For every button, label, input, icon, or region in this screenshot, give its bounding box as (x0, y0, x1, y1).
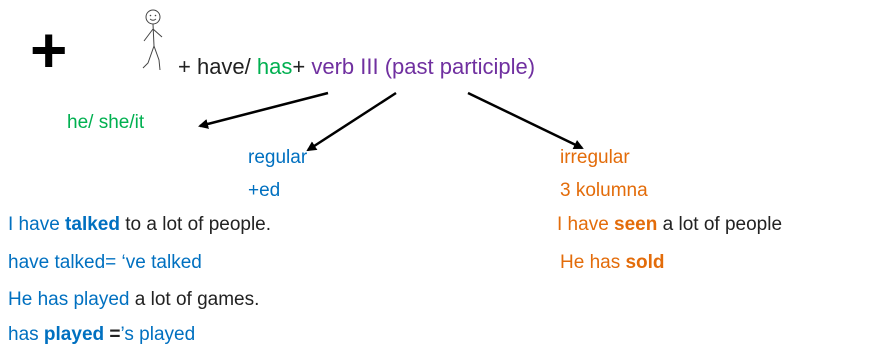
regular-c2-post: ’s played (120, 324, 196, 345)
formula-line: + have/ has+ verb III (past participle) (178, 56, 535, 78)
regular-ex2-pre: He has played (8, 289, 130, 310)
regular-c2-pre: has (8, 324, 44, 345)
irregular-ex2-bold: sold (625, 252, 665, 273)
regular-c2-bold: played (43, 324, 105, 345)
regular-ex2-post: a lot of games. (129, 289, 260, 310)
irregular-title: irregular (560, 147, 630, 168)
regular-title: regular (248, 147, 308, 168)
arrow-to-irregular (467, 91, 584, 150)
formula-plus: + (292, 54, 312, 79)
stick-figure-icon (142, 9, 163, 71)
regular-example-2: He has played a lot of games. (8, 290, 259, 309)
formula-has: has (256, 54, 293, 79)
plus-sign: + (30, 14, 68, 86)
arrow-to-regular (306, 91, 397, 152)
irregular-example-2: He has sold (560, 253, 665, 272)
regular-c2-eq: = (104, 324, 121, 345)
irregular-ex1-post: a lot of people (657, 214, 783, 235)
irregular-ex2-pre: He has (560, 252, 626, 273)
irregular-example-1: I have seen a lot of people (557, 215, 782, 234)
irregular-rule: 3 kolumna (560, 180, 648, 201)
irregular-ex1-bold: seen (614, 214, 658, 235)
irregular-ex1-pre: I have (557, 214, 615, 235)
regular-ex1-post: to a lot of people. (119, 214, 272, 235)
regular-rule: +ed (248, 180, 281, 201)
formula-verb: verb III (past participle) (311, 54, 536, 79)
regular-ex1-pre: I have (8, 214, 66, 235)
formula-have: + have/ (178, 54, 257, 79)
regular-contraction-2: has played =’s played (8, 325, 195, 344)
subject-pronouns: he/ she/it (67, 112, 145, 133)
regular-ex1-bold: talked (65, 214, 120, 235)
regular-contraction-1: have talked= ‘ve talked (8, 252, 202, 273)
arrow-to-pronouns (198, 91, 329, 129)
regular-example-1: I have talked to a lot of people. (8, 215, 271, 234)
